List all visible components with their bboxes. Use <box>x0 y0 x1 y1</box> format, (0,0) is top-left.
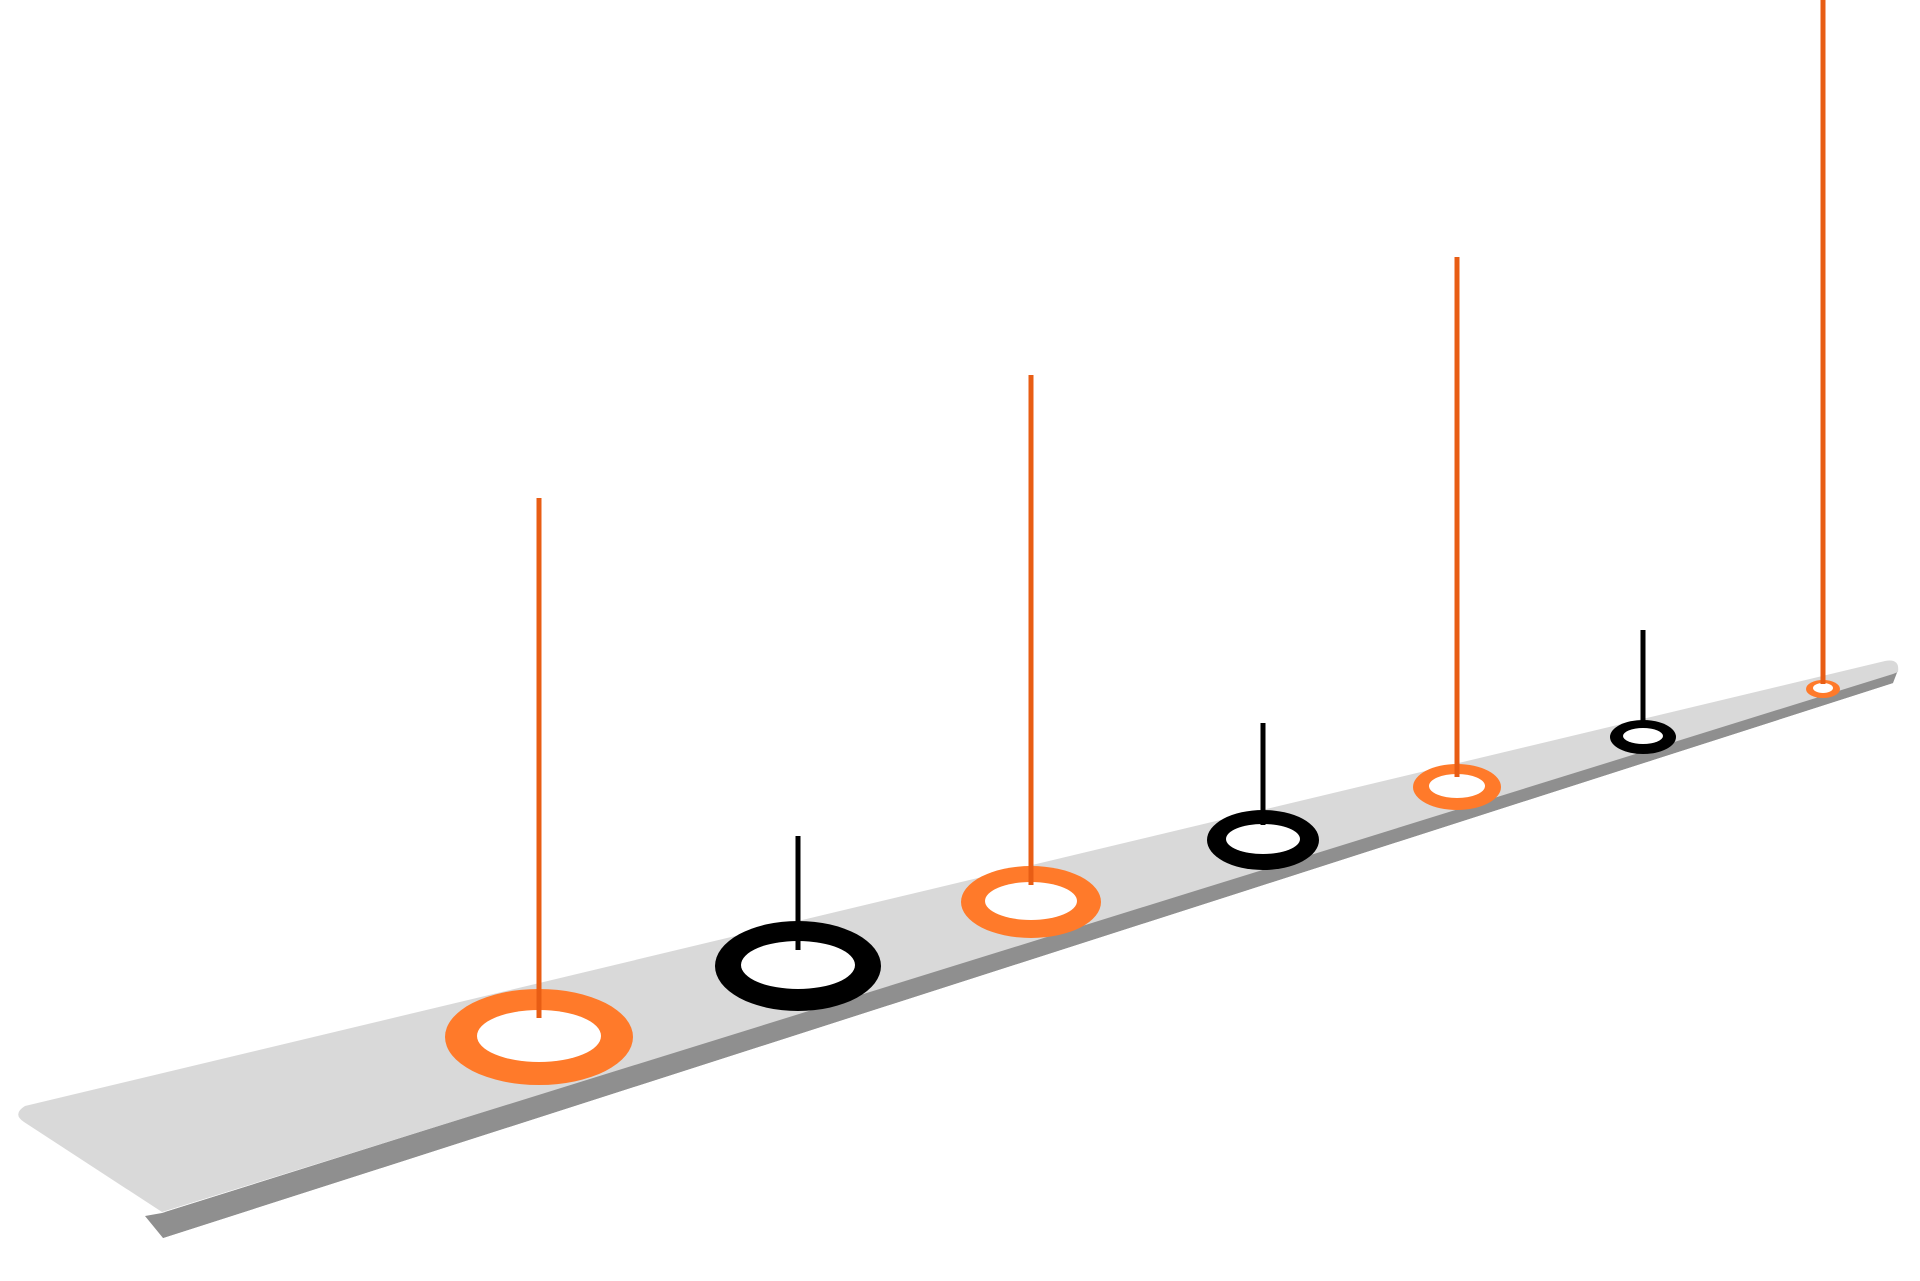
pole-orange <box>536 498 542 1018</box>
marker-2 <box>715 836 881 1011</box>
markers-layer <box>445 0 1840 1085</box>
pole-black <box>1640 630 1646 728</box>
ring-hole <box>1226 824 1300 854</box>
marker-3 <box>961 375 1101 938</box>
marker-7 <box>1806 0 1840 698</box>
marker-5 <box>1413 257 1501 810</box>
ring-hole <box>1623 728 1663 744</box>
board-side-edge <box>145 668 1893 1238</box>
ring-hole <box>985 882 1077 920</box>
pole-black <box>795 836 801 950</box>
marker-1 <box>445 498 633 1085</box>
ring-hole <box>477 1010 601 1062</box>
ring-hole <box>1813 683 1833 693</box>
marker-4 <box>1207 723 1319 870</box>
pole-orange <box>1028 375 1034 885</box>
pole-orange <box>1454 257 1460 777</box>
ring-hole <box>741 941 855 989</box>
ring-hole <box>1429 774 1485 798</box>
pole-black <box>1260 723 1266 825</box>
marker-6 <box>1610 630 1676 754</box>
pole-orange <box>1820 0 1826 684</box>
